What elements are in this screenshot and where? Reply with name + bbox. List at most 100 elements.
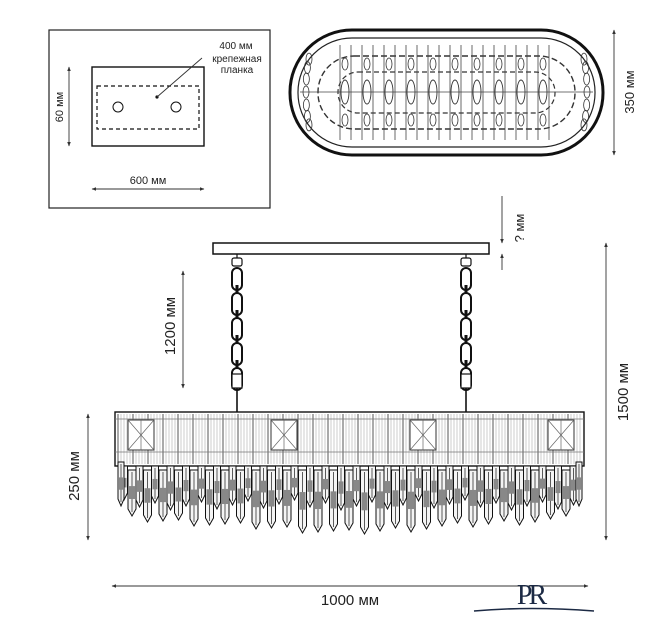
crystal-shade (253, 490, 259, 508)
top-view-crystal (341, 113, 349, 127)
chandelier-frame (114, 411, 585, 467)
frame-crystal-facet (409, 419, 437, 451)
top-view-end-crystal (302, 72, 310, 86)
crystal-shade (137, 480, 142, 492)
crystal-shade (555, 481, 561, 494)
top-view-crystal (385, 113, 393, 127)
top-view-crystal (517, 113, 525, 127)
top-view-crystal (363, 113, 371, 127)
crystal-shade (439, 489, 445, 506)
crystal-shade (385, 481, 390, 494)
bracket-label-line2: планка (221, 65, 254, 76)
chain-cap (231, 257, 243, 267)
crystal-pendants (117, 461, 583, 536)
crystal-shade (307, 480, 313, 492)
crystal-shade (129, 486, 135, 499)
crystal-shade (392, 490, 399, 507)
crystal-shade (408, 491, 414, 510)
top-view-depth-label: 350 мм (622, 70, 637, 113)
crystal-shade (292, 477, 297, 488)
top-view-crystal (363, 57, 371, 71)
crystal-shade (470, 489, 476, 506)
crystal-shade (168, 481, 173, 494)
top-view-crystal (495, 57, 503, 71)
crystal-shade (284, 489, 290, 506)
logo-mark: PR (517, 580, 548, 611)
crystal-shade (214, 481, 220, 494)
inset-width-label: 600 мм (130, 175, 167, 187)
body-height-label: 250 мм (66, 451, 83, 501)
crystal-shade (493, 478, 499, 490)
crystal-shade (315, 491, 321, 510)
crystal-shade (299, 492, 306, 510)
crystal-shade (206, 489, 213, 505)
crystal-shade (276, 479, 282, 490)
top-view-crystal (451, 57, 459, 71)
crystal-shade (532, 488, 538, 503)
top-view-crystal (539, 57, 547, 71)
crystal-shade (191, 489, 197, 506)
crystal-shade (416, 478, 421, 489)
crystal-shade (369, 478, 375, 489)
crystal-shade (237, 488, 244, 504)
suspension-chain-left (231, 254, 243, 412)
top-view-crystal (385, 57, 393, 71)
mounting-plate (91, 66, 205, 147)
frame-crystal-facet (547, 419, 575, 451)
top-view-end-crystal (582, 110, 589, 123)
top-view-outline (288, 28, 605, 157)
mounting-hole-left (112, 101, 124, 113)
crystal-shade (230, 479, 235, 491)
crystal-shade (330, 491, 337, 509)
total-height-label: 1500 мм (615, 363, 632, 421)
crystal-shade (516, 489, 523, 505)
crystal-shade (577, 477, 581, 490)
inset-depth-label: 60 мм (54, 92, 66, 122)
crystal-shade (268, 490, 275, 507)
crystal-shade (175, 487, 182, 502)
crystal-shade (119, 477, 123, 490)
top-view-crystal-ring (317, 55, 576, 130)
top-view-end-crystal (580, 52, 588, 66)
crystal-shade (245, 478, 251, 489)
crystal-shade (485, 488, 492, 505)
top-view-crystal (407, 57, 415, 71)
crystal-shade (183, 480, 189, 492)
crystal-shade (423, 490, 430, 508)
crystal-shade (361, 492, 368, 511)
top-view-end-crystal (583, 72, 591, 86)
top-view: 350 мм (288, 28, 637, 157)
crystal-shade (547, 487, 554, 501)
crystal-shade (222, 488, 228, 505)
chain-length-label: 1200 мм (162, 297, 179, 355)
crystal-shade (338, 481, 344, 494)
bracket-label-line1: крепежная (212, 54, 262, 65)
top-view-crystal (429, 57, 437, 71)
frame-crystal-facet (270, 419, 298, 451)
crystal-shade (354, 480, 359, 492)
crystal-shade (447, 479, 452, 490)
top-view-crystal (429, 113, 437, 127)
crystal-shade (501, 487, 507, 503)
crystal-shade (199, 478, 204, 489)
top-view-end-crystal (304, 110, 311, 123)
suspension-chain-right (460, 254, 472, 412)
crystal-shade (160, 487, 166, 503)
mounting-bracket (96, 85, 200, 130)
top-view-end-crystal (580, 118, 588, 132)
chain-cap (460, 257, 472, 267)
chain-connector (231, 373, 243, 389)
top-view-crystal (407, 113, 415, 127)
crystal-shade (261, 480, 266, 493)
top-view-end-crystal (305, 52, 313, 66)
top-view-outer-ring (297, 37, 596, 148)
crystal-shade (144, 488, 151, 503)
brand-logo: PR (473, 580, 595, 612)
top-view-crystal (341, 57, 349, 71)
crystal-shade (400, 479, 406, 491)
crystal-shade (563, 486, 569, 499)
ceiling-canopy (212, 242, 490, 255)
bracket-length-label: 400 мм (219, 41, 252, 52)
crystal-shade (462, 477, 468, 488)
